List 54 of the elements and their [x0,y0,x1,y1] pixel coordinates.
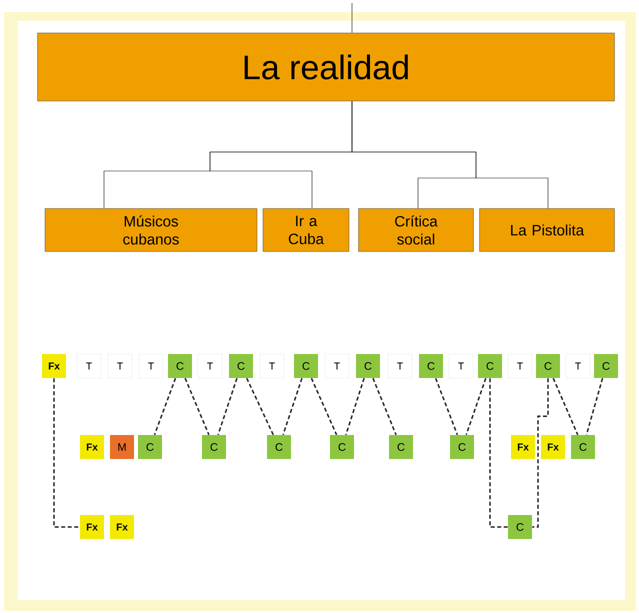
letter-square: Fx [80,515,104,539]
letter-square: C [536,354,560,378]
dotted-letter-square: T [324,354,350,378]
category-box: La Pistolita [479,208,615,252]
letter-square: C [202,435,226,459]
letter-square: C [508,515,532,539]
connector [310,378,338,436]
connector [466,378,486,436]
dotted-letter-square: T [508,354,532,378]
letter-square: M [110,435,134,459]
dotted-letter-square: T [260,354,284,378]
dotted-letter-square: T [138,354,164,378]
connector [246,378,274,436]
letter-square: C [450,435,474,459]
dotted-letter-square: T [448,354,474,378]
dotted-letter-square: T [108,354,132,378]
dotted-letter-square: T [198,354,222,378]
letter-square: Fx [80,435,104,459]
letter-square: C [229,354,253,378]
letter-square: Fx [511,435,535,459]
letter-square: Fx [42,354,66,378]
connector [489,378,508,528]
connector [532,378,549,528]
connector [372,378,397,436]
connector [154,378,176,436]
connector [282,378,303,436]
connector [586,378,604,435]
title-box: La realidad [37,32,615,102]
connector [217,378,238,436]
letter-square: C [330,435,354,459]
dotted-letter-square: T [76,354,102,378]
letter-square: C [419,354,443,378]
category-box: Músicos cubanos [44,208,258,252]
connector [53,378,80,528]
connector [434,378,458,436]
letter-square: C [294,354,318,378]
letter-square: C [356,354,380,378]
connector [184,378,210,436]
letter-square: Fx [541,435,565,459]
dotted-letter-square: T [566,354,590,378]
letter-square: C [571,435,595,459]
connector [552,378,578,436]
letter-square: C [267,435,291,459]
letter-square: C [478,354,502,378]
category-box: Crítica social [358,208,474,252]
letter-square: C [594,354,618,378]
dotted-letter-square: T [388,354,412,378]
letter-square: C [389,435,413,459]
connector [352,100,548,209]
connector [345,378,365,436]
letter-square: C [138,435,162,459]
letter-square: C [168,354,192,378]
letter-square: Fx [110,515,134,539]
category-box: Ir a Cuba [262,208,350,252]
